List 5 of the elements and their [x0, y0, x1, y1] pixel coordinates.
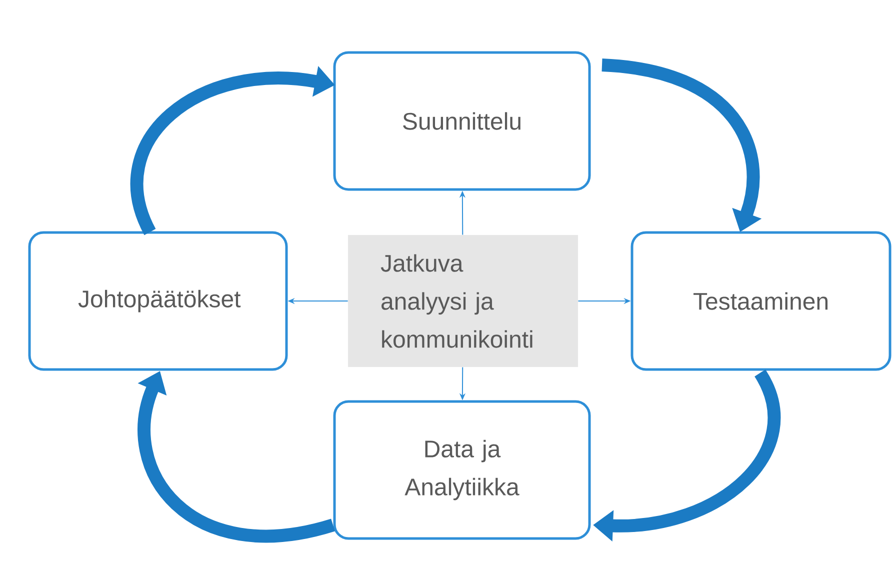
note-box: Jatkuva analyysi ja kommunikointi [348, 235, 578, 367]
process-box: Johtopäätökset [28, 231, 288, 371]
process-box: Data ja Analytiikka [333, 400, 591, 540]
process-box: Suunnittelu [333, 51, 591, 191]
process-box: Testaaminen [630, 231, 892, 371]
